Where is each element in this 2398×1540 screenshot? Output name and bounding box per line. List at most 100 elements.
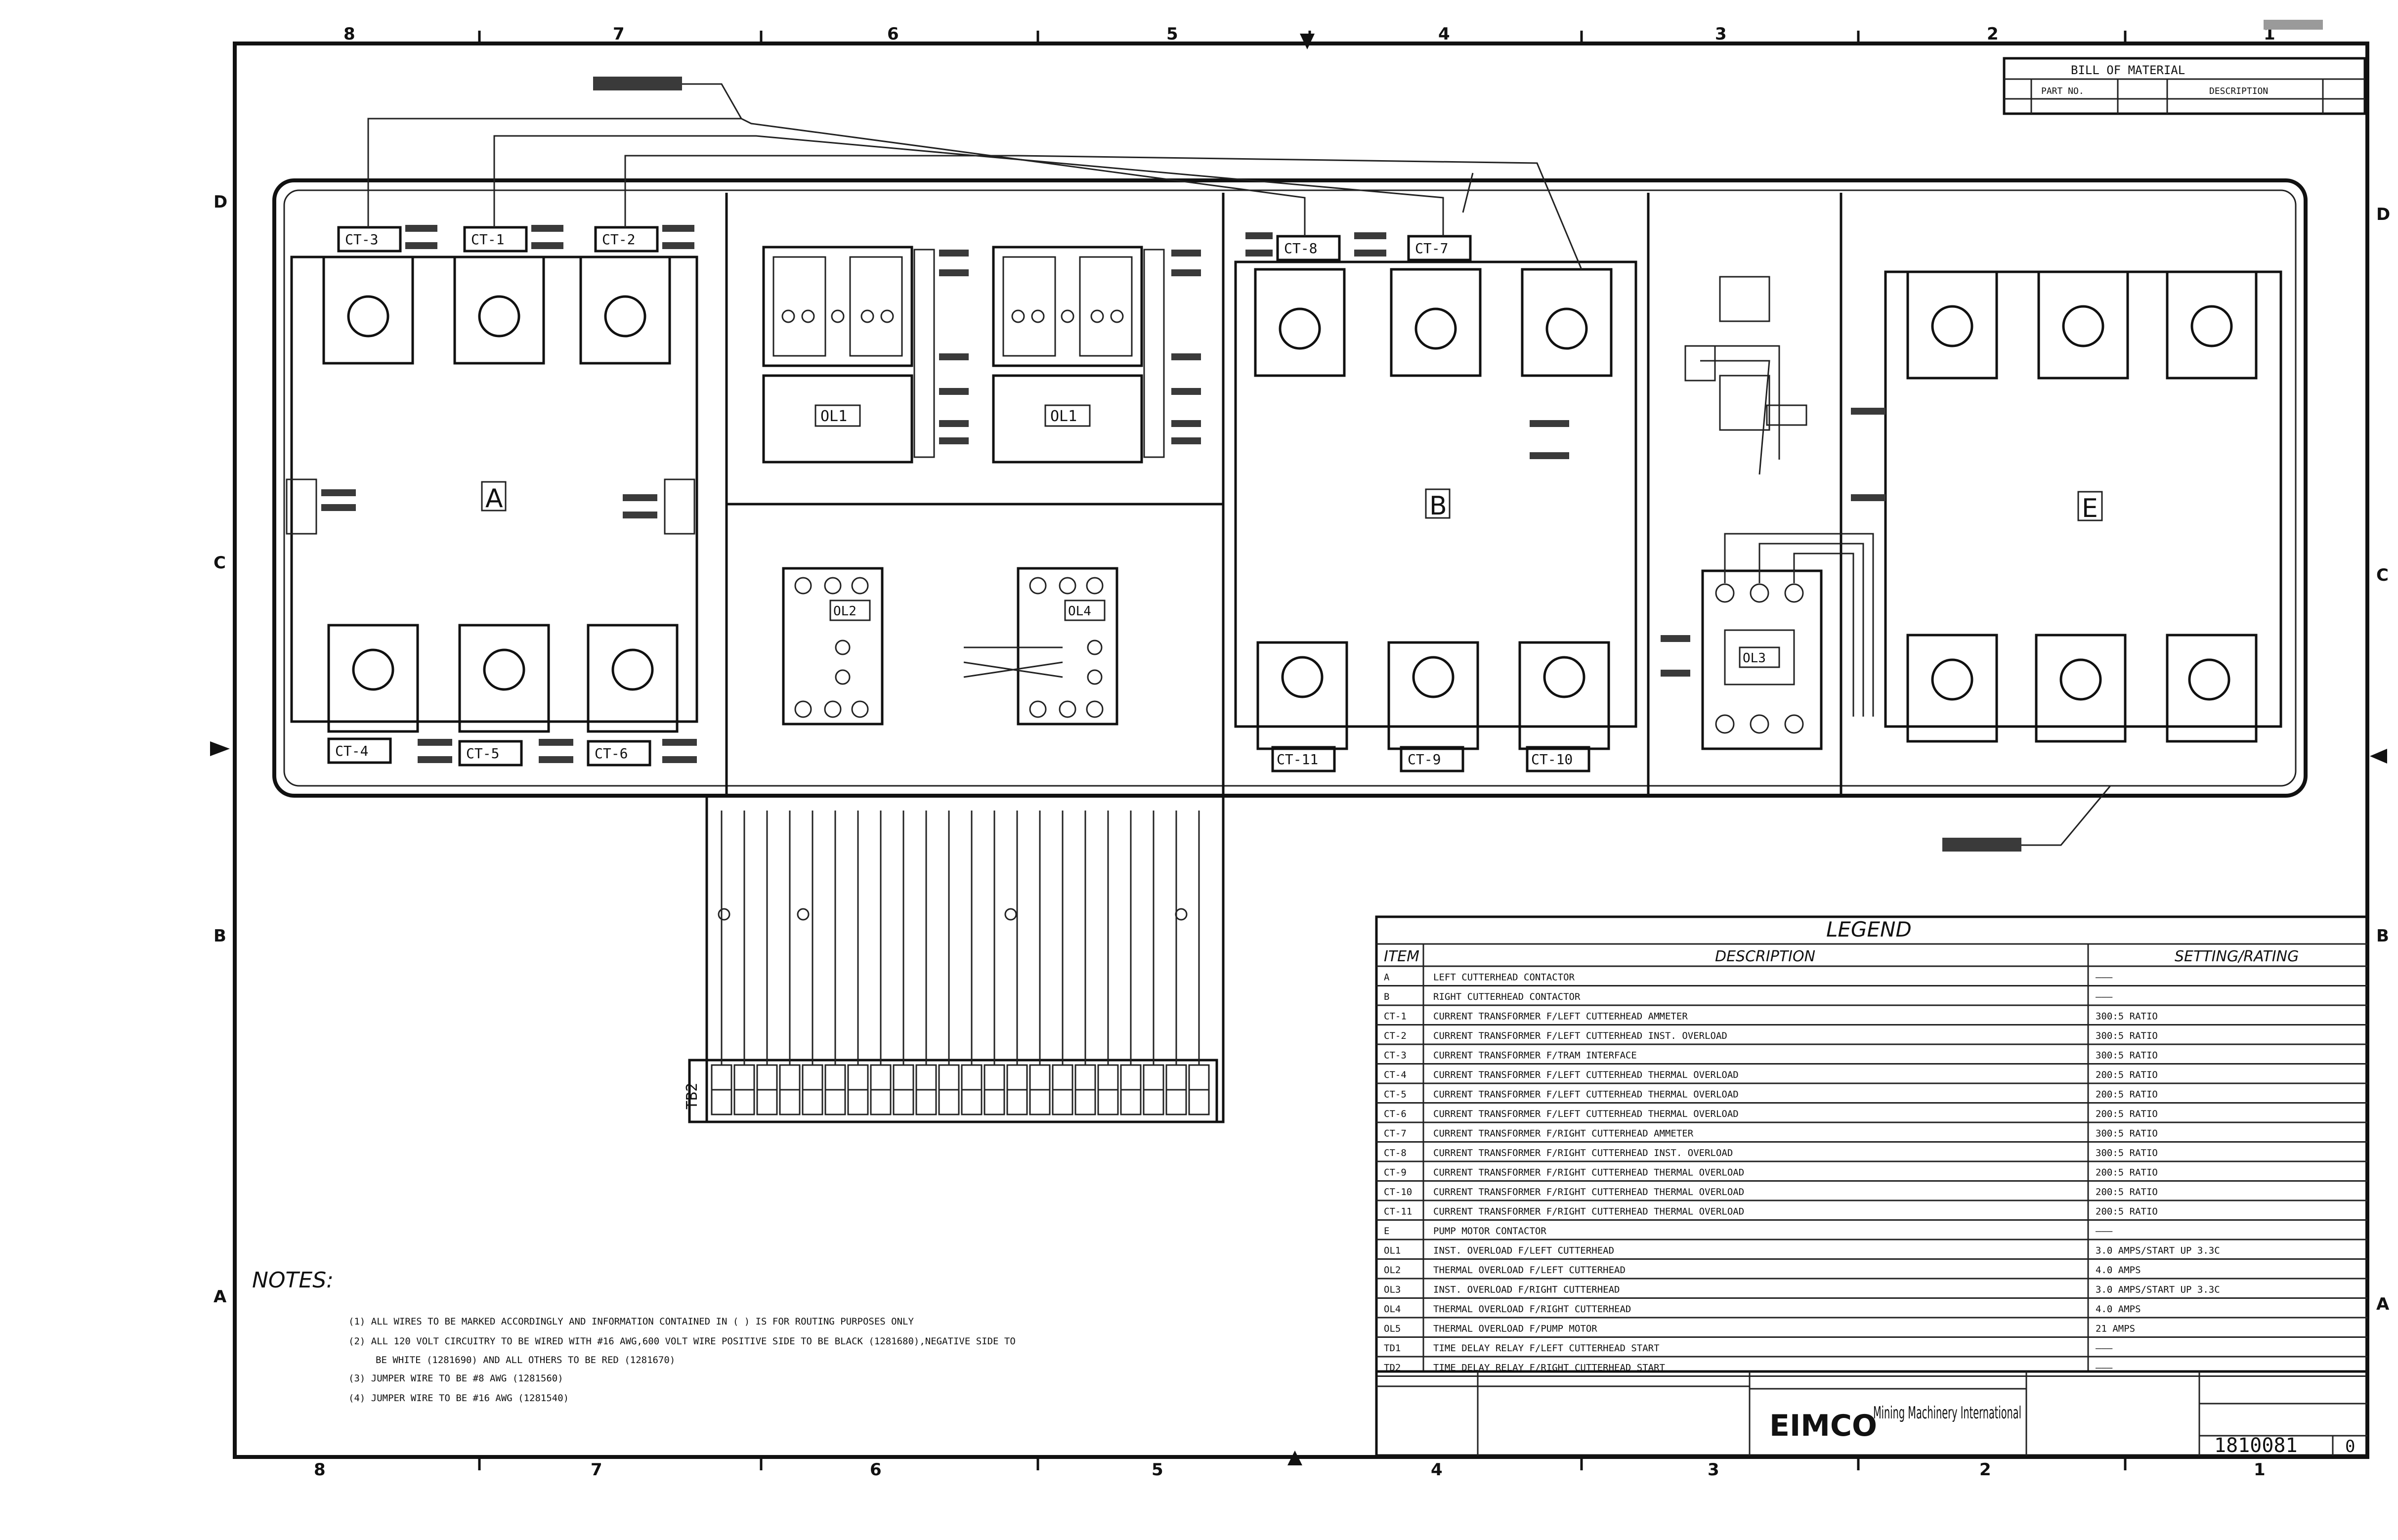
legend-item-cell: OL2 — [1384, 1265, 1401, 1276]
legend-item-cell: OL4 — [1384, 1304, 1401, 1315]
ct-8: CT-8 — [1276, 235, 1341, 261]
svg-text:CT-10: CT-10 — [1531, 751, 1573, 768]
ct-6: CT-6 — [587, 740, 651, 767]
legend-description-cell: CURRENT TRANSFORMER F/LEFT CUTTERHEAD TH… — [1433, 1069, 1739, 1080]
tb2-frame — [688, 1059, 1218, 1123]
main-enclosure — [272, 178, 2308, 1123]
tb2-label: TB2 — [684, 1083, 701, 1110]
legend-description-cell: LEFT CUTTERHEAD CONTACTOR — [1433, 972, 1575, 983]
legend-rating-cell: ——— — [2096, 972, 2113, 983]
ol1-relay-right: OL1 — [992, 246, 1165, 464]
legend-item-cell: CT-2 — [1384, 1030, 1407, 1041]
legend-item-cell: CT-7 — [1384, 1128, 1407, 1139]
legend-rating-cell: 300:5 RATIO — [2096, 1148, 2158, 1158]
legend-rating-cell: 200:5 RATIO — [2096, 1069, 2158, 1080]
legend-description-cell: CURRENT TRANSFORMER F/LEFT CUTTERHEAD TH… — [1433, 1089, 1739, 1100]
svg-text:CT-1: CT-1 — [471, 231, 504, 248]
ct-2: CT-2 — [594, 226, 659, 253]
zone-bottom-1: 1 — [2254, 1460, 2266, 1480]
center-arrow-left — [210, 741, 230, 756]
note-4: (4) JUMPER WIRE TO BE #16 AWG (1281540) — [348, 1393, 569, 1404]
ct-10: CT-10 — [1526, 746, 1590, 772]
legend-rating-cell: 200:5 RATIO — [2096, 1109, 2158, 1119]
zone-left-C: C — [214, 553, 226, 573]
legend-description-cell: CURRENT TRANSFORMER F/RIGHT CUTTERHEAD T… — [1433, 1187, 1744, 1198]
legend-description-cell: INST. OVERLOAD F/LEFT CUTTERHEAD — [1433, 1245, 1614, 1256]
bottom-zone-markers: 8 7 6 5 4 3 2 1 — [314, 1451, 2266, 1480]
legend-rating-cell: 3.0 AMPS/START UP 3.3C — [2096, 1284, 2220, 1295]
ol2-label: OL2 — [833, 604, 856, 619]
legend-item-cell: CT-1 — [1384, 1011, 1407, 1022]
svg-text:CT-2: CT-2 — [602, 231, 635, 248]
ol2-overload: OL2 — [782, 567, 884, 726]
note-3: (3) JUMPER WIRE TO BE #8 AWG (1281560) — [348, 1373, 563, 1384]
drawing-number: 1810081 — [2214, 1434, 2298, 1457]
wire-tag-bottom — [1942, 838, 2021, 852]
svg-text:CT-3: CT-3 — [345, 231, 378, 248]
legend-col-description: DESCRIPTION — [1715, 948, 1815, 965]
legend-description-cell: CURRENT TRANSFORMER F/RIGHT CUTTERHEAD A… — [1433, 1128, 1694, 1139]
legend-description-cell: THERMAL OVERLOAD F/PUMP MOTOR — [1433, 1324, 1597, 1334]
svg-text:CT-6: CT-6 — [595, 745, 628, 762]
zone-right-D: D — [2376, 205, 2390, 224]
legend-item-cell: CT-9 — [1384, 1167, 1407, 1178]
ol1-relay-left: OL1 — [762, 246, 935, 464]
legend-rating-cell: 300:5 RATIO — [2096, 1128, 2158, 1139]
mounting-hole — [1175, 908, 1188, 921]
contactor-a-label: A — [485, 484, 503, 513]
ct-11: CT-11 — [1271, 746, 1336, 772]
center-arrow-bottom — [1287, 1451, 1302, 1465]
zone-right-C: C — [2376, 565, 2389, 585]
svg-text:CT-4: CT-4 — [335, 743, 368, 759]
legend-col-item: ITEM — [1384, 948, 1419, 965]
legend-col-setting: SETTING/RATING — [2175, 948, 2299, 965]
svg-text:CT-11: CT-11 — [1277, 751, 1318, 768]
ol3-label: OL3 — [1743, 651, 1766, 666]
legend-item-cell: CT-8 — [1384, 1148, 1407, 1158]
legend-item-cell: CT-5 — [1384, 1089, 1407, 1100]
legend-table: LEGEND ITEM DESCRIPTION SETTING/RATING A… — [1375, 915, 2369, 1377]
legend-description-cell: CURRENT TRANSFORMER F/LEFT CUTTERHEAD AM… — [1433, 1011, 1688, 1022]
legend-item-cell: CT-4 — [1384, 1069, 1407, 1080]
legend-rating-cell: 200:5 RATIO — [2096, 1167, 2158, 1178]
mounting-hole — [718, 908, 730, 921]
zone-top-7: 7 — [613, 24, 625, 44]
zone-top-6: 6 — [887, 24, 899, 44]
svg-text:CT-7: CT-7 — [1415, 240, 1448, 257]
legend-item-cell: TD1 — [1384, 1343, 1401, 1354]
ct-9: CT-9 — [1400, 746, 1464, 772]
ct-7: CT-7 — [1407, 235, 1472, 261]
zone-bottom-5: 5 — [1152, 1460, 1163, 1480]
ol4-label: OL4 — [1068, 604, 1091, 619]
zone-left-B: B — [214, 926, 226, 946]
legend-rating-cell: 200:5 RATIO — [2096, 1187, 2158, 1198]
ct-1: CT-1 — [463, 226, 528, 253]
legend-description-cell: CURRENT TRANSFORMER F/RIGHT CUTTERHEAD T… — [1433, 1206, 1744, 1217]
bill-of-material-block: BILL OF MATERIAL PART NO. DESCRIPTION — [2003, 20, 2366, 115]
zone-top-5: 5 — [1166, 24, 1178, 44]
terminal-block-tb2 — [688, 811, 1218, 1123]
legend-description-cell: CURRENT TRANSFORMER F/TRAM INTERFACE — [1433, 1050, 1637, 1061]
note-2: (2) ALL 120 VOLT CIRCUITRY TO BE WIRED W… — [348, 1336, 1016, 1347]
legend-rating-cell: 200:5 RATIO — [2096, 1089, 2158, 1100]
legend-rating-cell: 4.0 AMPS — [2096, 1265, 2141, 1276]
zone-bottom-3: 3 — [1708, 1460, 1719, 1480]
company-logo: EIMCO — [1769, 1409, 1877, 1443]
zone-left-D: D — [214, 192, 227, 212]
legend-rating-cell: 300:5 RATIO — [2096, 1011, 2158, 1022]
ol3-overload: OL3 — [1701, 533, 1874, 750]
svg-text:CT-8: CT-8 — [1284, 240, 1317, 257]
legend-item-cell: B — [1384, 991, 1389, 1002]
legend-rating-cell: 300:5 RATIO — [2096, 1050, 2158, 1061]
zone-left-A: A — [214, 1287, 227, 1307]
legend-description-cell: RIGHT CUTTERHEAD CONTACTOR — [1433, 991, 1581, 1002]
bom-title: BILL OF MATERIAL — [2071, 63, 2185, 77]
legend-description-cell: CURRENT TRANSFORMER F/RIGHT CUTTERHEAD I… — [1433, 1148, 1733, 1158]
legend-description-cell: CURRENT TRANSFORMER F/LEFT CUTTERHEAD IN… — [1433, 1030, 1727, 1041]
center-arrow-top — [1300, 34, 1315, 49]
note-2-cont: BE WHITE (1281690) AND ALL OTHERS TO BE … — [376, 1355, 675, 1366]
current-transformers: CT-3 CT-1 CT-2 CT-8 CT-7 CT-4 CT-5 CT-6 — [327, 226, 1590, 772]
legend-item-cell: CT-6 — [1384, 1109, 1407, 1119]
center-arrow-right — [2370, 749, 2387, 764]
